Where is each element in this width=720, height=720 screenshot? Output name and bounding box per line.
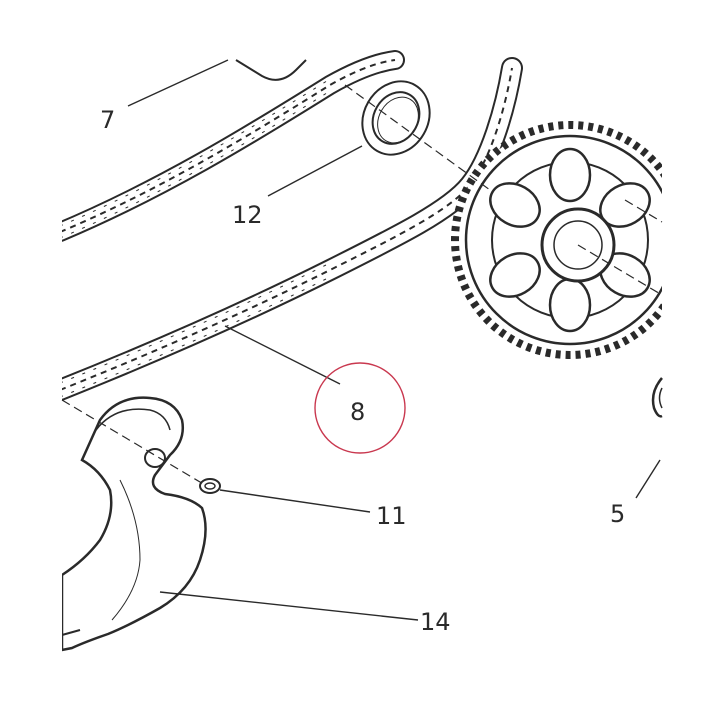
callout-14: 14: [420, 608, 451, 636]
drive-part-right: [651, 377, 663, 418]
leader-14: [159, 591, 419, 621]
spacer-ring: [361, 80, 431, 156]
drive-part-top: [235, 59, 307, 81]
callout-11: 11: [376, 502, 407, 530]
callout-labels: 7 12 8 11 5 14: [100, 106, 625, 636]
sprocket-lightening-holes: [489, 147, 651, 333]
callout-highlight-circle: [314, 362, 406, 454]
leader-lines: [127, 59, 661, 621]
chain-guard: [0, 0, 207, 720]
callout-8: 8: [350, 398, 365, 426]
leader-11: [219, 489, 371, 513]
callout-5: 5: [610, 500, 625, 528]
callout-7: 7: [100, 106, 115, 134]
leader-12: [267, 145, 363, 197]
chain-upper-run: [50, 50, 405, 242]
chain-lower-run: [49, 57, 523, 401]
leader-5: [635, 459, 661, 499]
callout-12: 12: [232, 201, 263, 229]
leader-7: [127, 59, 229, 107]
screw: [199, 478, 221, 494]
leader-8: [224, 325, 341, 385]
assembly-axes: [61, 84, 663, 486]
rear-sprocket: [451, 0, 720, 720]
